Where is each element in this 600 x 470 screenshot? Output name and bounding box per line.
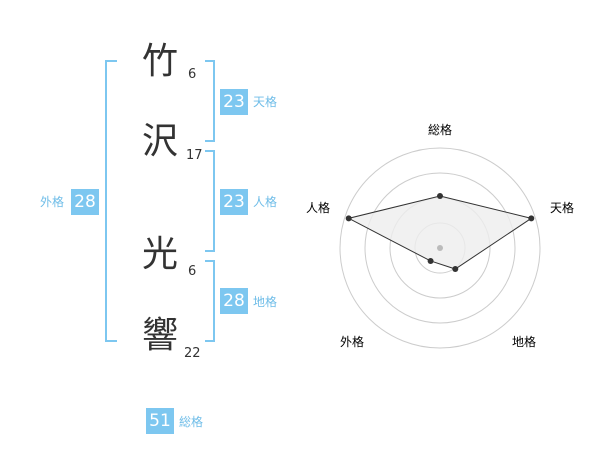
radar-center-dot	[437, 245, 443, 251]
stroke-count-3: 6	[188, 264, 197, 279]
radar-points	[345, 193, 535, 273]
radar-point	[437, 193, 443, 199]
stroke-count-2: 17	[186, 148, 203, 163]
radar-ring	[339, 147, 541, 349]
stroke-count-1: 6	[188, 67, 197, 82]
chikaku-badge: 28	[220, 288, 248, 314]
gaikaku-badge: 28	[71, 189, 99, 215]
name-char-3: 光	[142, 234, 179, 275]
radar-point	[345, 215, 352, 222]
gaikaku-bracket	[105, 60, 117, 342]
radar-point	[452, 266, 459, 273]
stroke-count-4: 22	[184, 346, 201, 361]
name-char-4: 響	[142, 315, 179, 356]
name-char-1: 竹	[142, 41, 179, 82]
soukaku-badge: 51	[146, 408, 174, 434]
jinkaku-badge: 23	[220, 189, 248, 215]
radar-label-chikaku: 地格	[512, 334, 536, 349]
radar-label-jinkaku: 人格	[306, 200, 330, 215]
tenkaku-badge: 23	[220, 89, 248, 115]
name-char-2: 沢	[142, 121, 179, 162]
radar-polygon	[347, 195, 533, 270]
chikaku-bracket	[205, 260, 215, 342]
radar-label-tenkaku: 天格	[550, 200, 574, 215]
radar-label-gaikaku: 外格	[340, 334, 364, 349]
tenkaku-bracket	[205, 60, 215, 142]
jinkaku-bracket	[205, 150, 215, 252]
jinkaku-label: 人格	[253, 195, 278, 209]
radar-point	[427, 257, 434, 264]
radar-ring	[364, 172, 516, 324]
radar-point	[528, 215, 535, 222]
soukaku-label: 総格	[179, 415, 204, 429]
gaikaku-label: 外格	[40, 195, 65, 209]
tenkaku-label: 天格	[253, 95, 278, 109]
chikaku-label: 地格	[253, 295, 278, 309]
radar-label-soukaku: 総格	[428, 122, 452, 137]
